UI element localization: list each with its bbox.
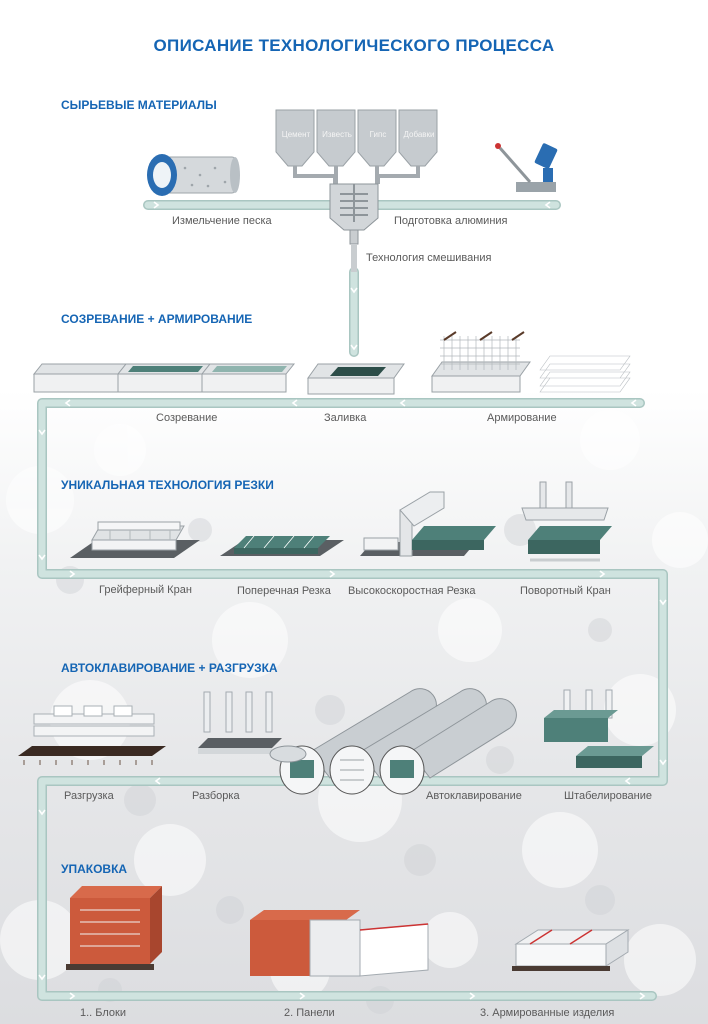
silo-label-lime: Известь — [322, 130, 352, 139]
aluminium-prep-icon — [495, 143, 558, 192]
label-panels: 2. Панели — [284, 1007, 335, 1019]
label-cross-cut: Поперечная Резка — [237, 585, 331, 597]
panels-pallet-icon — [250, 910, 429, 977]
blocks-pallet-icon — [66, 886, 162, 970]
label-reinforced: 3. Армированные изделия — [480, 1007, 615, 1019]
maturation-molds-icon — [32, 363, 296, 393]
silos-icon — [275, 109, 438, 167]
label-maturation: Созревание — [156, 412, 218, 424]
unloading-icon — [18, 705, 166, 765]
cross-cut-icon — [220, 535, 344, 556]
rotary-crane-icon — [521, 481, 612, 562]
section-raw-materials: СЫРЬЕВЫЕ МАТЕРИАЛЫ — [61, 98, 217, 112]
mixer-icon — [329, 183, 379, 272]
label-pouring: Заливка — [324, 412, 367, 424]
silo-label-gypsum: Гипс — [369, 130, 387, 139]
page-title: ОПИСАНИЕ ТЕХНОЛОГИЧЕСКОГО ПРОЦЕССА — [153, 36, 555, 55]
label-aluminium-prep: Подготовка алюминия — [394, 215, 508, 227]
label-reinforcement: Армирование — [487, 412, 557, 424]
label-sand-milling: Измельчение песка — [172, 215, 272, 227]
section-maturation: СОЗРЕВАНИЕ + АРМИРОВАНИЕ — [61, 312, 253, 326]
disassembly-icon — [198, 691, 282, 754]
reinforced-pallet-icon — [512, 929, 630, 971]
section-autoclave: АВТОКЛАВИРОВАНИЕ + РАЗГРУЗКА — [61, 661, 278, 675]
label-rotary-crane: Поворотный Кран — [520, 585, 611, 597]
section-cutting: УНИКАЛЬНАЯ ТЕХНОЛОГИЯ РЕЗКИ — [61, 478, 274, 492]
label-disassembly: Разборка — [192, 790, 240, 802]
label-blocks: 1.. Блоки — [80, 1007, 126, 1019]
section-packing: УПАКОВКА — [61, 862, 128, 876]
autoclave-icon — [269, 688, 517, 795]
silo-label-additives: Добавки — [403, 130, 435, 139]
stacking-icon — [544, 689, 654, 768]
label-autoclaving: Автоклавирование — [426, 790, 522, 802]
sand-mill-icon — [147, 154, 240, 196]
pouring-mold-icon — [307, 363, 405, 395]
silo-label-cement: Цемент — [281, 130, 311, 139]
label-high-speed-cut: Высокоскоростная Резка — [348, 585, 476, 597]
label-unloading: Разгрузка — [64, 790, 114, 802]
grab-crane-icon — [70, 521, 200, 558]
high-speed-cut-icon — [360, 491, 496, 557]
label-stacking: Штабелирование — [564, 790, 653, 802]
label-grab-crane: Грейферный Кран — [99, 584, 192, 596]
label-mixing: Технология смешивания — [366, 252, 492, 264]
reinforcement-icon — [431, 331, 631, 393]
